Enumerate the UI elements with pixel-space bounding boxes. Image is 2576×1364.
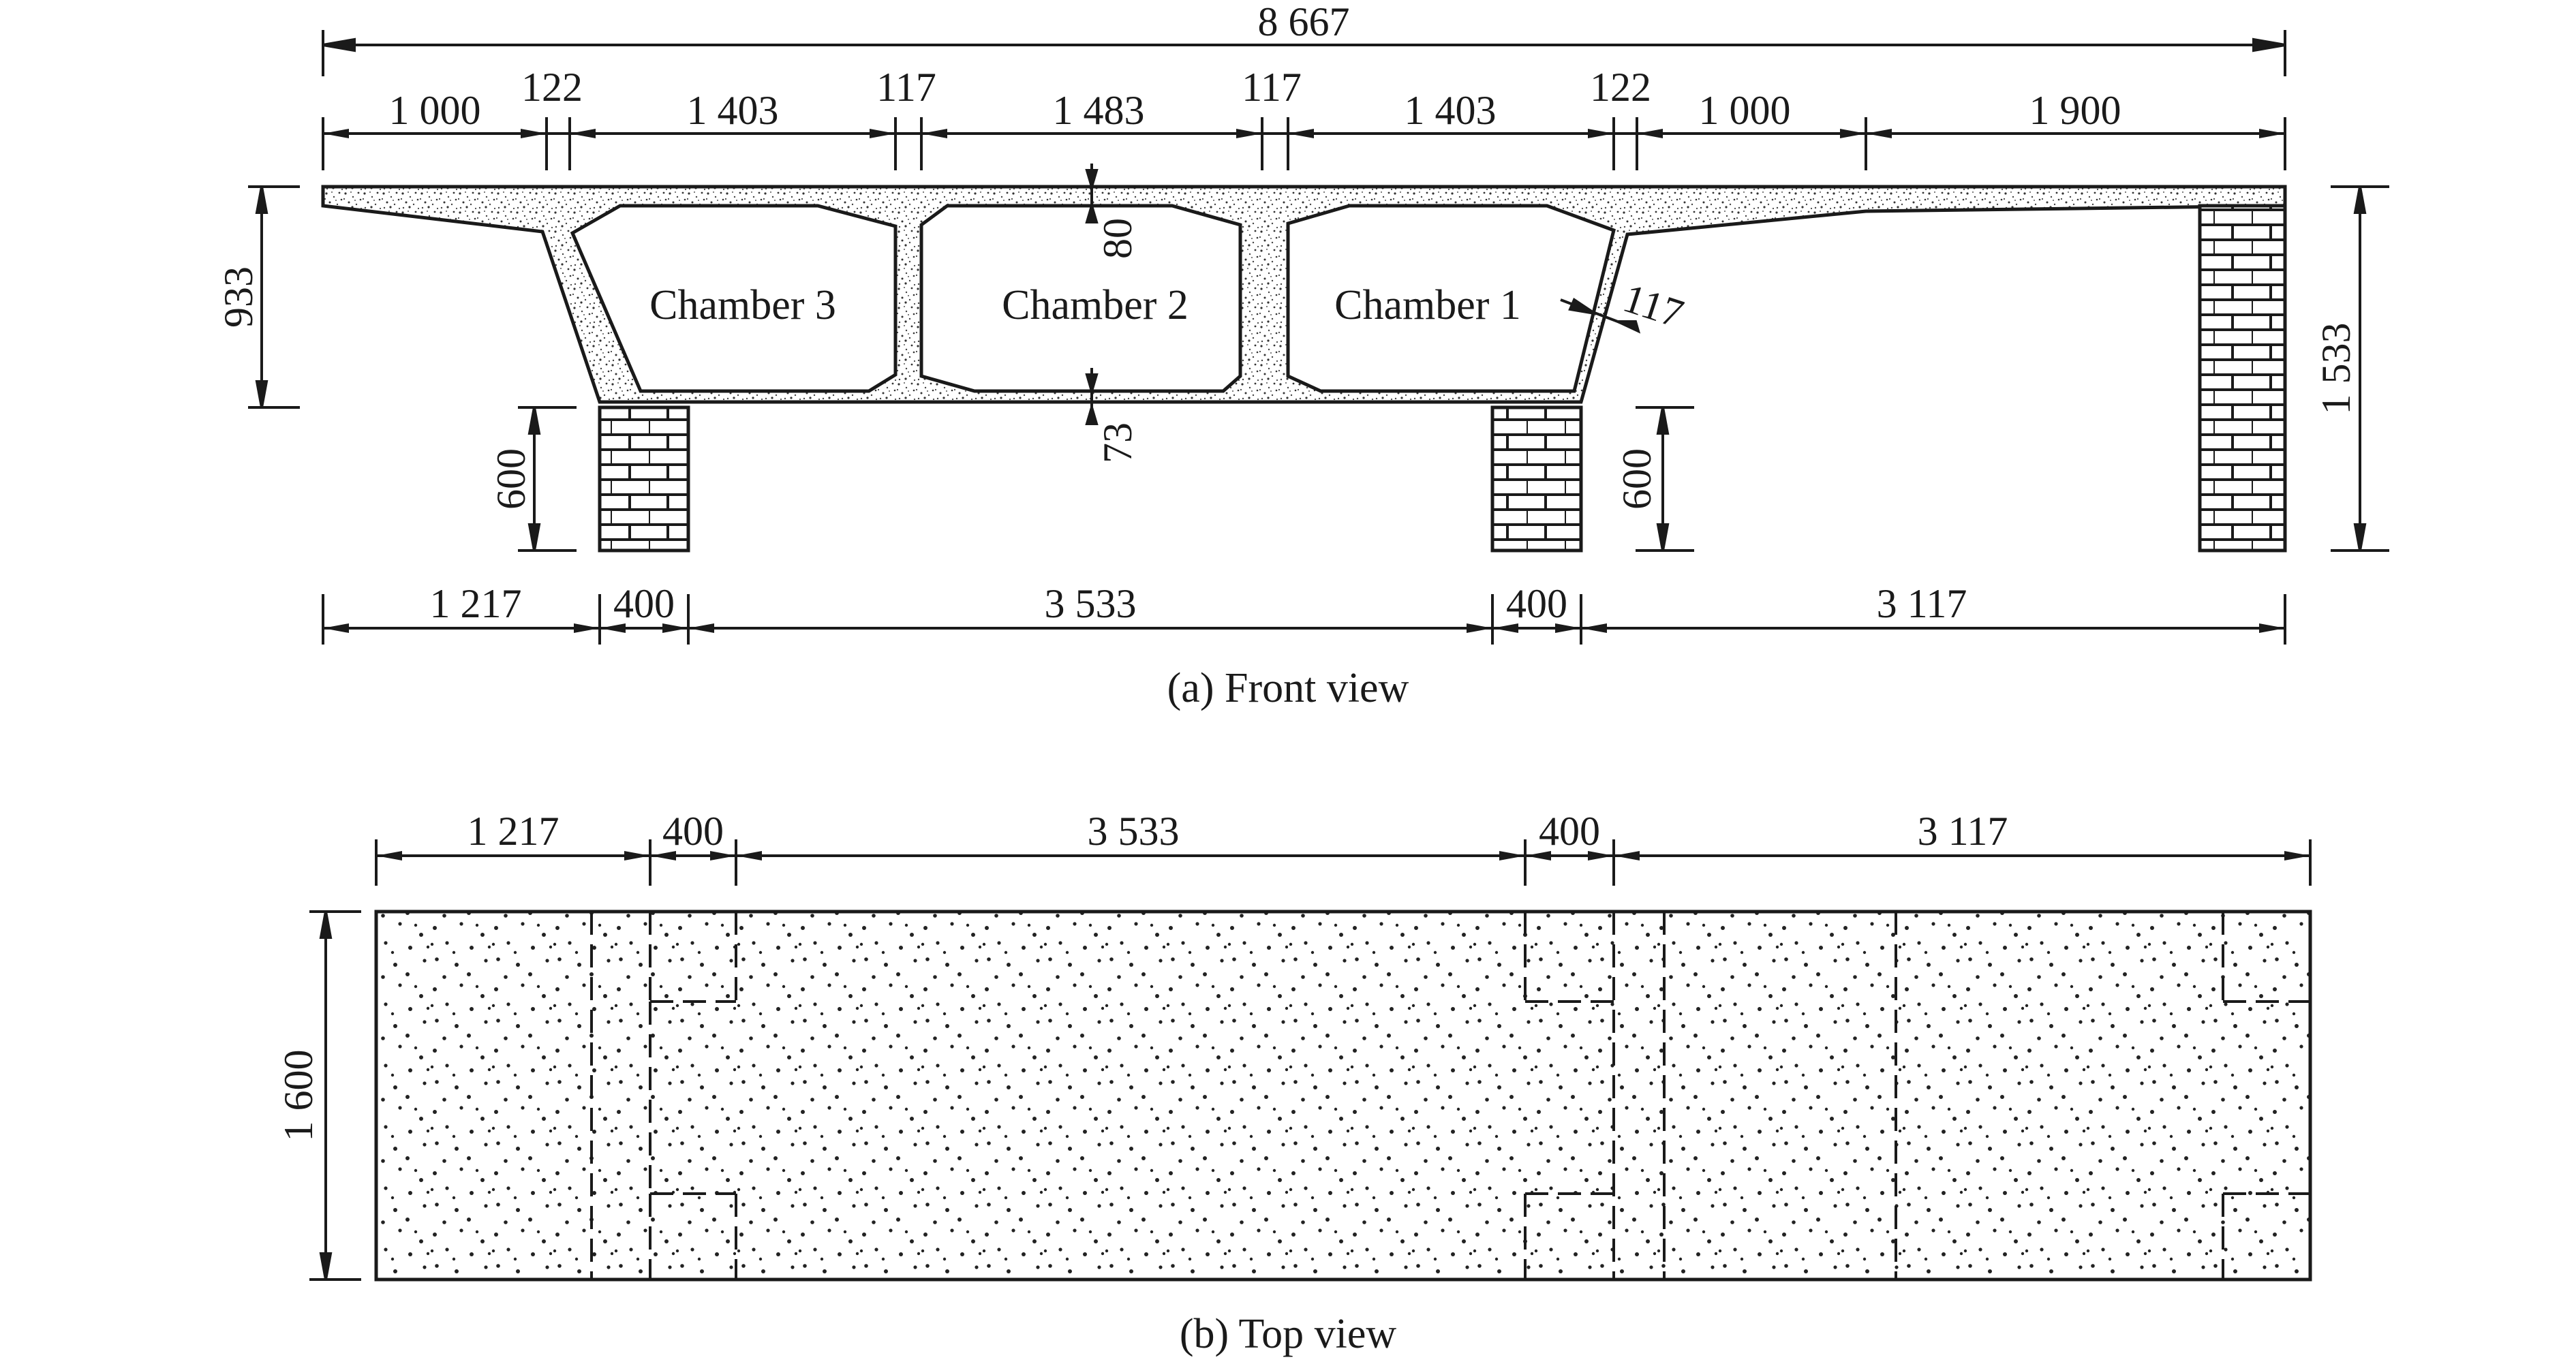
top-view-slab [374,910,2312,1282]
right-abutment-wall [2198,204,2287,553]
bottom-dim-3: 3 533 [1045,581,1137,626]
top-dim-4: 117 [876,65,936,110]
top-dim-6: 117 [1242,65,1302,110]
top-dimension-ticks [322,117,2286,170]
chamber-3-label: Chamber 3 [649,282,836,328]
overall-width-value: 8 667 [1258,0,1350,44]
left-pier [598,405,690,553]
girder-height-value: 933 [216,266,261,328]
bottom-slab-thickness-dimension [1085,368,1099,425]
chamber-2-label: Chamber 2 [1002,282,1189,328]
bottom-dim-1: 1 217 [430,581,522,626]
top-view-dim-5: 3 117 [1918,809,2008,854]
left-pier-height-value: 600 [489,448,534,510]
top-view-caption: (b) Top view [1180,1311,1396,1357]
overall-width-dimension [322,30,2286,76]
middle-pier [1490,405,1583,553]
bottom-dim-2: 400 [613,581,675,626]
chamber-1-label: Chamber 1 [1334,282,1521,328]
top-view-hidden-lines [590,912,2310,1280]
front-view: Chamber 3 Chamber 2 Chamber 1 8 667 [216,0,2389,711]
right-pier-height-value: 600 [1614,448,1659,510]
top-view-dimension-chain [375,839,2312,886]
girder-height-dimension [248,185,300,409]
right-pier-height-dimension [1636,406,1694,552]
top-dim-2: 122 [521,65,583,110]
top-dim-10: 1 900 [2029,88,2121,133]
left-pier-height-dimension [518,406,577,552]
top-dim-1: 1 000 [389,88,481,133]
top-slab-thickness-dimension [1085,164,1099,223]
total-height-dimension [2331,185,2389,552]
top-view-dim-2: 400 [662,809,724,854]
bottom-slab-thickness-value: 73 [1095,422,1140,463]
top-view-width-value: 1 600 [276,1050,321,1142]
top-slab-thickness-value: 80 [1095,218,1140,259]
bottom-dimension-arrows [323,623,2285,633]
web-thickness-dimension [1560,298,1641,334]
top-view-dim-1: 1 217 [467,809,559,854]
top-dimension-arrows [323,129,2285,138]
total-height-value: 1 533 [2314,323,2359,415]
bottom-dim-4: 400 [1506,581,1567,626]
top-dim-3: 1 403 [687,88,779,133]
front-view-caption: (a) Front view [1167,665,1409,711]
top-dim-7: 1 403 [1405,88,1497,133]
top-dim-5: 1 483 [1053,88,1145,133]
box-girder-section [321,185,2287,404]
top-view: 1 217 400 3 533 400 3 117 1 600 (b) Top … [276,809,2312,1357]
top-dim-8: 122 [1590,65,1651,110]
top-view-dimension-arrows [376,851,2310,861]
bottom-dim-5: 3 117 [1877,581,1967,626]
bottom-dimension-chain [322,594,2286,645]
top-view-dim-4: 400 [1539,809,1600,854]
top-dim-9: 1 000 [1699,88,1791,133]
top-view-dim-3: 3 533 [1088,809,1180,854]
top-view-width-dimension [309,910,361,1281]
